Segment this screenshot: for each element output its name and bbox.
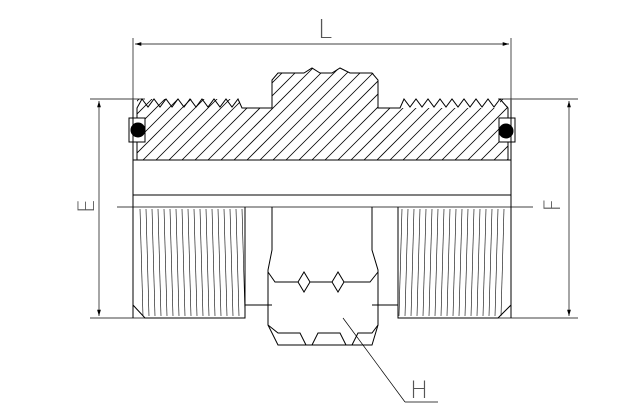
hatch-line <box>515 55 625 165</box>
hatch-line <box>423 68 508 160</box>
e-label: E <box>75 199 100 213</box>
external-view-lower-half <box>132 207 512 346</box>
hex-outline <box>267 207 379 346</box>
hex-label: H <box>410 376 428 404</box>
thread-line <box>175 208 180 317</box>
hatch-line <box>436 68 508 160</box>
hatch-line <box>541 55 640 165</box>
hatch-line <box>475 68 508 160</box>
hex-chamfer-top <box>267 271 379 283</box>
thread-line <box>398 208 403 317</box>
thread-line <box>181 208 186 317</box>
section-outline <box>136 67 509 160</box>
thread-line <box>500 208 505 317</box>
thread-line <box>169 208 174 317</box>
right-thread-outline <box>397 207 512 319</box>
thread-line <box>434 208 439 317</box>
right-thread-lines <box>398 208 505 317</box>
hex-chamfer-bottom <box>267 324 379 346</box>
hex-edge-marks <box>297 281 345 293</box>
f-label: F <box>541 199 566 212</box>
hatch-line <box>215 68 327 160</box>
oring-right-icon <box>498 123 514 139</box>
thread-line <box>199 208 204 317</box>
length-label: L <box>318 15 333 45</box>
oring-left-icon <box>130 122 146 138</box>
dimension-length: L <box>132 15 512 100</box>
section-hatching <box>137 55 640 165</box>
hatch-line <box>554 55 640 165</box>
thread-line <box>494 208 499 317</box>
bore <box>117 100 533 318</box>
hatch-line <box>528 55 638 165</box>
hex-leader-line <box>342 317 406 403</box>
oring-left <box>128 117 146 143</box>
hatch-line <box>449 68 508 160</box>
left-thread-lines <box>139 208 246 317</box>
thread-line <box>211 208 216 317</box>
thread-line <box>139 208 144 317</box>
thread-line <box>488 208 493 317</box>
thread-line <box>482 208 487 317</box>
thread-line <box>157 208 162 317</box>
thread-line <box>404 208 409 317</box>
thread-line <box>440 208 445 317</box>
thread-line <box>229 208 234 317</box>
thread-line <box>410 208 415 317</box>
thread-line <box>446 208 451 317</box>
hatch-line <box>501 68 508 160</box>
hatch-line <box>580 55 640 165</box>
hatch-line <box>567 55 640 165</box>
thread-line <box>145 208 150 317</box>
thread-line <box>223 208 228 317</box>
thread-line <box>217 208 222 317</box>
thread-line <box>422 208 427 317</box>
thread-line <box>187 208 192 317</box>
hatch-line <box>462 68 508 160</box>
hex-leader: H <box>342 317 438 404</box>
hatch-line <box>254 68 366 160</box>
hatch-line <box>241 68 353 160</box>
left-thread-outline <box>132 207 246 319</box>
hatch-line <box>488 68 508 160</box>
dimension-e: E <box>75 98 145 319</box>
thread-line <box>458 208 463 317</box>
thread-line <box>163 208 168 317</box>
thread-line <box>235 208 240 317</box>
thread-line <box>416 208 421 317</box>
thread-line <box>464 208 469 317</box>
hatch-line <box>606 55 640 165</box>
hex-body <box>267 207 379 346</box>
thread-line <box>470 208 475 317</box>
thread-line <box>193 208 198 317</box>
thread-line <box>476 208 481 317</box>
hatch-line <box>619 55 640 165</box>
thread-line <box>205 208 210 317</box>
oring-right <box>498 117 516 143</box>
thread-line <box>452 208 457 317</box>
thread-line <box>428 208 433 317</box>
thread-line <box>151 208 156 317</box>
hatch-line <box>593 55 640 165</box>
section-upper-half <box>133 55 640 165</box>
